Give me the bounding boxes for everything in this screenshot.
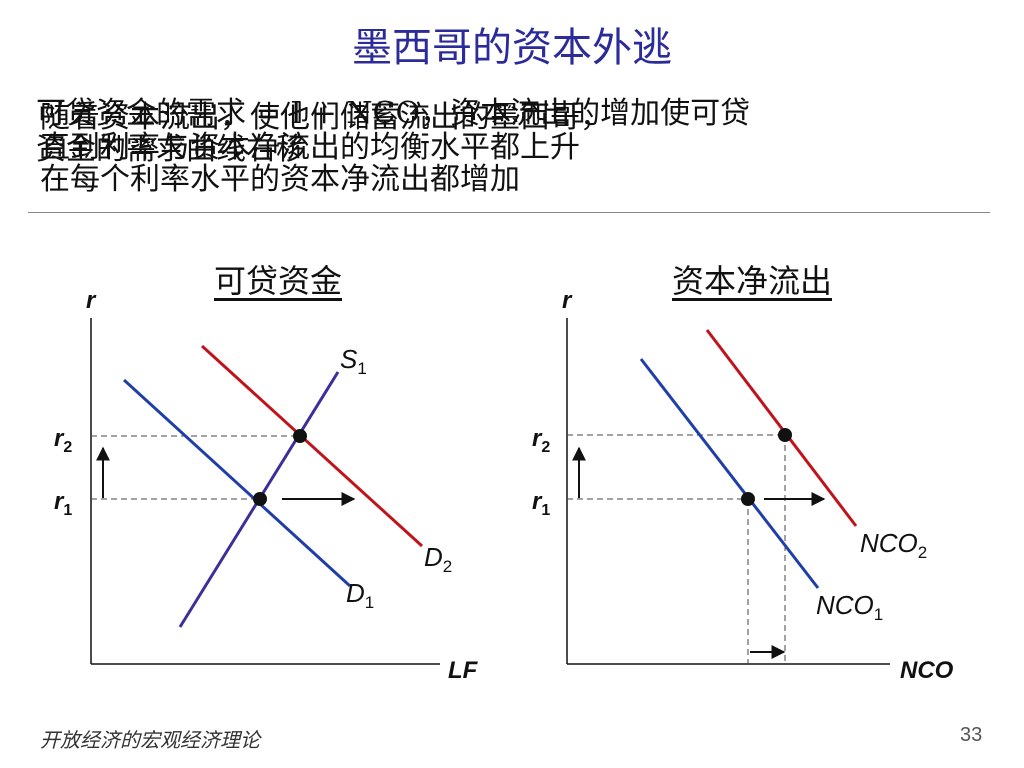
body-line: 资金的需求曲线右移 [36, 132, 306, 167]
lf-supply-letter: S [340, 344, 358, 374]
lf-new-equilibrium-point [293, 429, 307, 443]
slide-footer: 开放经济的宏观经济理论 [40, 728, 260, 752]
nco1-letters: NCO [816, 590, 874, 620]
lf-supply-subscript: 1 [357, 359, 366, 378]
nco-curve-2 [705, 329, 858, 527]
nco1-subscript: 1 [874, 605, 883, 624]
divider-rule [28, 212, 990, 213]
nco-tick-r1-symbol: r [532, 488, 543, 515]
lf-tick-r2: r2 [54, 425, 72, 456]
body-text-layer-1: 可贷资金的需求 = I + NCO，资本流出的增加使可贷 资金的需求曲线右移 [36, 96, 996, 168]
nco2-subscript: 2 [918, 543, 927, 562]
body-line: 在每个利率水平的资本净流出都增加 [40, 162, 520, 197]
lf-tick-r1-symbol: r [54, 488, 65, 515]
page-number: 33 [960, 724, 983, 746]
nco-new-equilibrium-point [778, 428, 792, 442]
lf-initial-equilibrium-point [253, 492, 267, 506]
lf-tick-r2-symbol: r [54, 425, 65, 452]
nco-panel-title: 资本净流出 [672, 262, 833, 300]
lf-tick-r2-subscript: 2 [63, 439, 72, 456]
lf-supply-label: S1 [340, 344, 367, 378]
slide-title: 墨西哥的资本外逃 [352, 25, 672, 71]
nco-tick-r1: r1 [532, 488, 550, 519]
loanable-funds-diagram: r LF r2 r1 S1 D1 D2 [54, 287, 479, 684]
nco-curve-1-label: NCO1 [816, 590, 883, 624]
loanable-funds-panel-title: 可贷资金 [214, 262, 343, 300]
lf-demand-curve-d1 [122, 378, 352, 588]
lf-demand2-label: D2 [424, 542, 452, 576]
lf-demand2-letter: D [424, 542, 443, 572]
lf-x-axis-label: LF [448, 657, 479, 684]
lf-demand1-letter: D [346, 578, 365, 608]
nco-tick-r2-symbol: r [532, 425, 543, 452]
nco-y-axis-label: r [562, 287, 573, 314]
nco-curve-1 [639, 358, 820, 589]
nco-tick-r2: r2 [532, 425, 550, 456]
body-line: 直到利率与资本净流出的均衡水平都上升 [40, 130, 580, 165]
nco2-letters: NCO [860, 528, 918, 558]
lf-demand2-subscript: 2 [443, 557, 452, 576]
lf-demand1-subscript: 1 [365, 593, 374, 612]
lf-demand1-label: D1 [346, 578, 374, 612]
nco-diagram: r NCO r2 r1 NCO2 NCO1 [532, 287, 954, 684]
lf-tick-r1: r1 [54, 488, 72, 519]
nco-initial-equilibrium-point [741, 492, 755, 506]
lf-y-axis-label: r [86, 287, 97, 314]
body-text-layer-2: 随着资本流出，使他们储蓄流出的墨西哥， 直到利率与资本净流出的均衡水平都上升 在… [40, 100, 1000, 198]
nco-tick-r2-subscript: 2 [541, 439, 550, 456]
nco-x-axis-label: NCO [900, 657, 954, 684]
lf-demand-curve-d2 [200, 344, 424, 548]
body-line: 可贷资金的需求 = I + NCO，资本流出的增加使可贷 [36, 96, 751, 131]
body-line: 随着资本流出，使他们储蓄流出的墨西哥， [40, 100, 610, 135]
nco-tick-r1-subscript: 1 [541, 502, 550, 519]
lf-tick-r1-subscript: 1 [63, 502, 72, 519]
nco-curve-2-label: NCO2 [860, 528, 927, 562]
